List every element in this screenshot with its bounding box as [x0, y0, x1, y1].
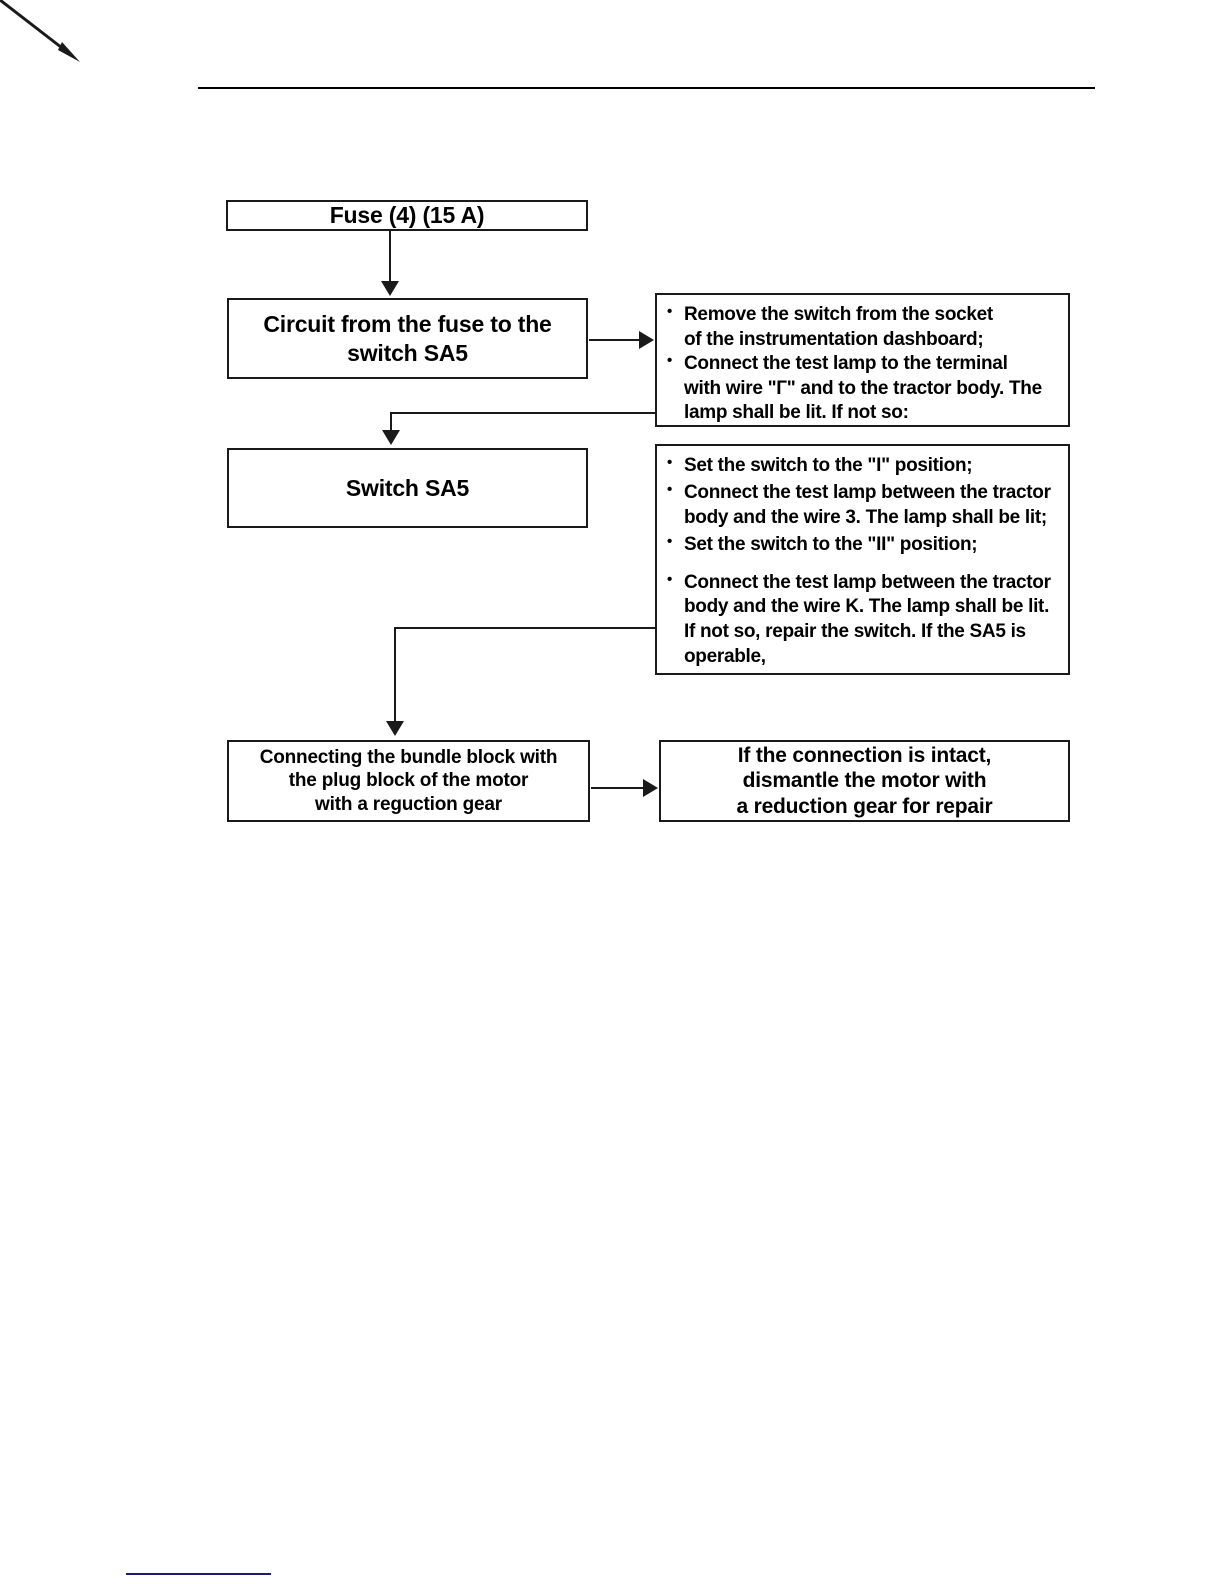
edge-connect-to-dismantle-arrowhead-icon: [643, 779, 658, 797]
note-bullet: Remove the switch from the socket of the…: [665, 302, 1062, 352]
edge-circuit-to-note1-line: [589, 339, 640, 341]
note-bullet: Connect the test lamp between the tracto…: [665, 570, 1062, 671]
edge-fuse-to-circuit-line: [389, 231, 391, 283]
header-rule: [198, 87, 1095, 89]
edge-note2-to-connect-line-horizontal: [394, 627, 656, 629]
edge-note1-to-switch-arrowhead-icon: [382, 430, 400, 445]
edge-note1-to-switch-line-vertical: [390, 412, 392, 432]
edge-circuit-to-note1-arrowhead-icon: [639, 331, 654, 349]
edge-note2-to-connect-arrowhead-icon: [386, 721, 404, 736]
edge-connect-to-dismantle-line: [591, 787, 644, 789]
flow-node-fuse: Fuse (4) (15 A): [226, 200, 588, 231]
flow-node-connecting-bundle-block: Connecting the bundle block with the plu…: [227, 740, 590, 822]
edge-note2-to-connect-line-vertical: [394, 627, 396, 723]
note-box-switch-checks: Set the switch to the "I" position; Conn…: [655, 444, 1070, 675]
note-bullet: Connect the test lamp to the terminal wi…: [665, 351, 1062, 426]
edge-switch-to-note2-diagonal: [0, 0, 80, 62]
footer-rule: [126, 1573, 271, 1575]
note-box-circuit-checks-list: Remove the switch from the socket of the…: [665, 302, 1062, 426]
edge-fuse-to-circuit-arrowhead-icon: [381, 281, 399, 296]
note-bullet: Connect the test lamp between the tracto…: [665, 480, 1062, 531]
flow-node-switch-sa5: Switch SA5: [227, 448, 588, 528]
flow-node-connecting-bundle-block-label: Connecting the bundle block with the plu…: [259, 747, 558, 815]
flow-node-dismantle-motor-label: If the connection is intact, dismantle t…: [736, 743, 993, 818]
flow-node-dismantle-motor: If the connection is intact, dismantle t…: [659, 740, 1070, 822]
edge-note1-to-switch-line-horizontal: [390, 412, 656, 414]
flow-node-fuse-label: Fuse (4) (15 A): [329, 202, 485, 229]
note-box-circuit-checks: Remove the switch from the socket of the…: [655, 293, 1070, 427]
flow-node-circuit-label: Circuit from the fuse to the switch SA5: [263, 311, 552, 366]
flow-node-circuit: Circuit from the fuse to the switch SA5: [227, 298, 588, 379]
flow-node-switch-sa5-label: Switch SA5: [345, 474, 470, 501]
note-bullet: Set the switch to the "II" position;: [665, 532, 1062, 558]
note-bullet: Set the switch to the "I" position;: [665, 453, 1062, 479]
note-box-switch-checks-list: Set the switch to the "I" position; Conn…: [665, 453, 1062, 671]
